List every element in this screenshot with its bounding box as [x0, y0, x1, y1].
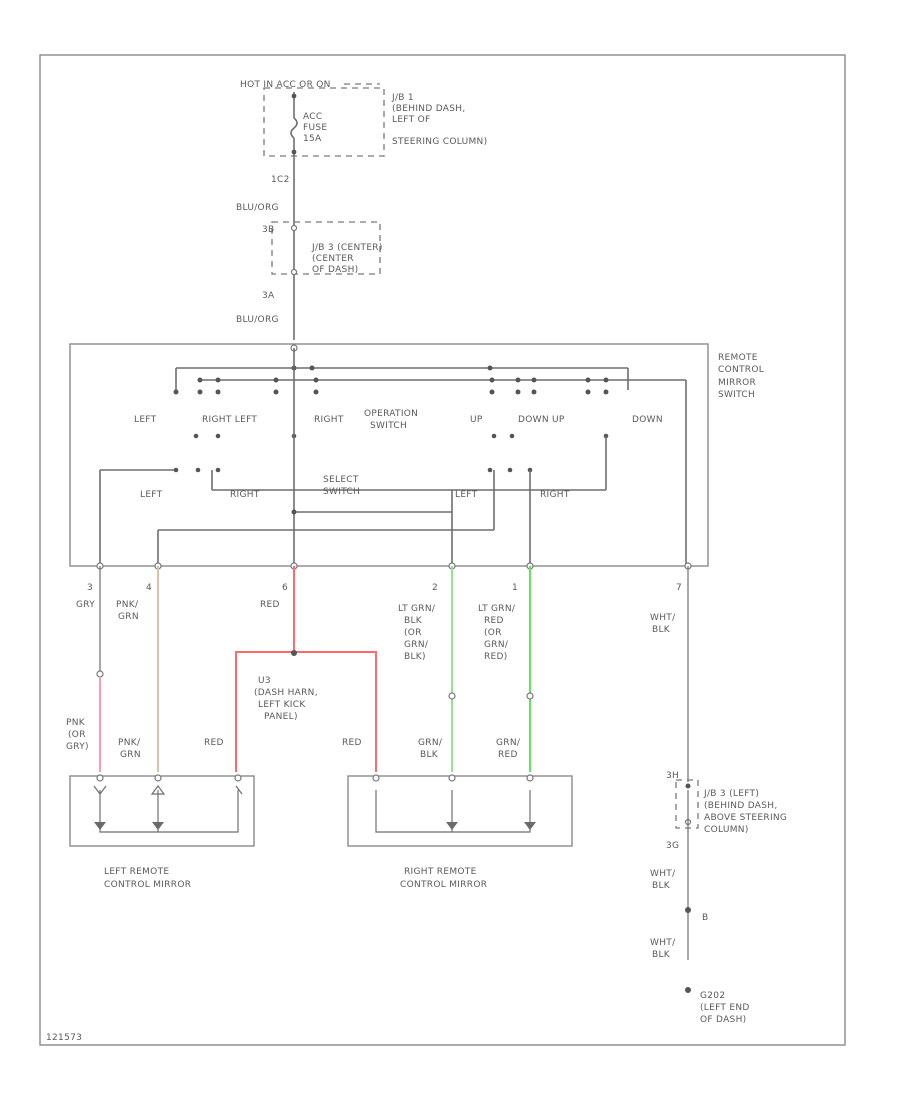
diagram-label: LEFT — [134, 415, 157, 425]
diagram-label: GRN — [118, 612, 139, 622]
diagram-label: LEFT KICK — [258, 700, 306, 710]
diagram-label: OPERATION — [364, 409, 418, 419]
diagram-label: (OR — [404, 628, 422, 638]
diagram-label: J/B 1 — [391, 93, 414, 103]
left-mirror-box — [69, 775, 255, 847]
diagram-label: GRY) — [66, 742, 89, 752]
diagram-label: CONTROL MIRROR — [400, 880, 487, 890]
diagram-label: J/B 3 (CENTER) — [311, 243, 383, 253]
diagram-label: LEFT REMOTE — [104, 867, 169, 877]
diagram-label: 2 — [432, 583, 438, 593]
diagram-label: J/B 3 (LEFT) — [703, 789, 759, 799]
diagram-label: (OR — [484, 628, 502, 638]
diagram-label: PNK — [66, 718, 86, 728]
diagram-label: PNK/ — [116, 600, 139, 610]
diagram-label: BLK — [404, 616, 423, 626]
diagram-label: 4 — [146, 583, 152, 593]
diagram-label: (OR — [68, 730, 86, 740]
right-mirror-box — [347, 775, 573, 847]
diagram-label: RIGHT REMOTE — [404, 867, 477, 877]
diagram-label: 3H — [666, 771, 679, 781]
diagram-label: GRY — [76, 600, 95, 610]
red-wire-split — [235, 651, 377, 772]
diagram-label: PNK/ — [118, 738, 141, 748]
diagram-label: SWITCH — [370, 421, 407, 431]
diagram-label: 1 — [512, 583, 518, 593]
diagram-label: 6 — [282, 583, 288, 593]
diagram-label: (DASH HARN, — [254, 688, 318, 698]
diagram-label: DOWN UP — [518, 415, 565, 425]
diagram-label: RED — [260, 600, 280, 610]
diagram-label: BLK) — [404, 652, 426, 662]
diagram-label: (BEHIND DASH, — [392, 104, 466, 114]
diagram-label: 7 — [676, 583, 682, 593]
diagram-label: (CENTER — [312, 254, 354, 264]
diagram-label: LT GRN/ — [398, 604, 436, 614]
diagram-label: GRN/ — [404, 640, 429, 650]
diagram-label: 3G — [666, 841, 679, 851]
diagram-label: RED — [498, 750, 518, 760]
diagram-label: RED — [204, 738, 224, 748]
diagram-label: GRN/ — [418, 738, 443, 748]
figure-id: 121573 — [46, 1033, 82, 1043]
diagram-label: WHT/ — [650, 938, 676, 948]
diagram-label: OF DASH) — [312, 265, 358, 275]
mirror-switch-box — [69, 343, 709, 567]
diagram-label: B — [702, 913, 708, 923]
diagram-label: MIRROR — [718, 378, 756, 388]
diagram-label: FUSE — [303, 123, 327, 133]
diagram-label: OF DASH) — [700, 1015, 746, 1025]
diagram-label: RIGHT — [540, 490, 570, 500]
diagram-label: CONTROL MIRROR — [104, 880, 191, 890]
diagram-label: RED — [484, 616, 504, 626]
diagram-label: RED) — [484, 652, 508, 662]
diagram-label: ABOVE STEERING — [704, 813, 787, 823]
diagram-label: 3B — [262, 225, 275, 235]
diagram-label: PANEL) — [264, 712, 298, 722]
diagram-label: RED — [342, 738, 362, 748]
diagram-label: 3A — [262, 291, 275, 301]
diagram-label: CONTROL — [718, 365, 764, 375]
diagram-label: 3 — [87, 583, 93, 593]
diagram-label: BLK — [652, 950, 671, 960]
diagram-label: SELECT — [323, 475, 359, 485]
diagram-label: GRN/ — [496, 738, 521, 748]
diagram-label: RIGHT — [230, 490, 260, 500]
diagram-label: DOWN — [632, 415, 663, 425]
diagram-label: LEFT OF — [392, 115, 430, 125]
diagram-label: WHT/ — [650, 869, 676, 879]
diagram-label: 15A — [303, 134, 322, 144]
diagram-label: ACC — [303, 112, 322, 122]
hot-label: HOT IN ACC OR ON — [240, 80, 331, 90]
jb1-box — [263, 87, 385, 157]
diagram-label: GRN/ — [484, 640, 509, 650]
diagram-label: SWITCH — [323, 487, 360, 497]
diagram-label: UP — [470, 415, 483, 425]
diagram-label: SWITCH — [718, 390, 755, 400]
diagram-label: U3 — [258, 676, 271, 686]
diagram-label: G202 — [700, 991, 725, 1001]
diagram-label: BLK — [652, 625, 671, 635]
diagram-label: RIGHT — [314, 415, 344, 425]
diagram-label: BLU/ORG — [236, 203, 279, 213]
diagram-label: STEERING COLUMN) — [392, 137, 487, 147]
diagram-label: (BEHIND DASH, — [704, 801, 778, 811]
diagram-label: LEFT — [140, 490, 163, 500]
diagram-label: (LEFT END — [700, 1003, 750, 1013]
diagram-label: BLK — [420, 750, 439, 760]
diagram-label: LEFT — [455, 490, 478, 500]
diagram-label: WHT/ — [650, 613, 676, 623]
diagram-label: LT GRN/ — [478, 604, 516, 614]
fuse-symbol — [290, 117, 298, 139]
diagram-label: GRN — [120, 750, 141, 760]
diagram-label: 1C2 — [271, 175, 290, 185]
diagram-label: BLK — [652, 881, 671, 891]
diagram-label: BLU/ORG — [236, 315, 279, 325]
diagram-label: COLUMN) — [704, 825, 749, 835]
diagram-label: RIGHT LEFT — [202, 415, 257, 425]
diagram-label: REMOTE — [718, 353, 758, 363]
diagram-frame — [39, 54, 846, 1046]
